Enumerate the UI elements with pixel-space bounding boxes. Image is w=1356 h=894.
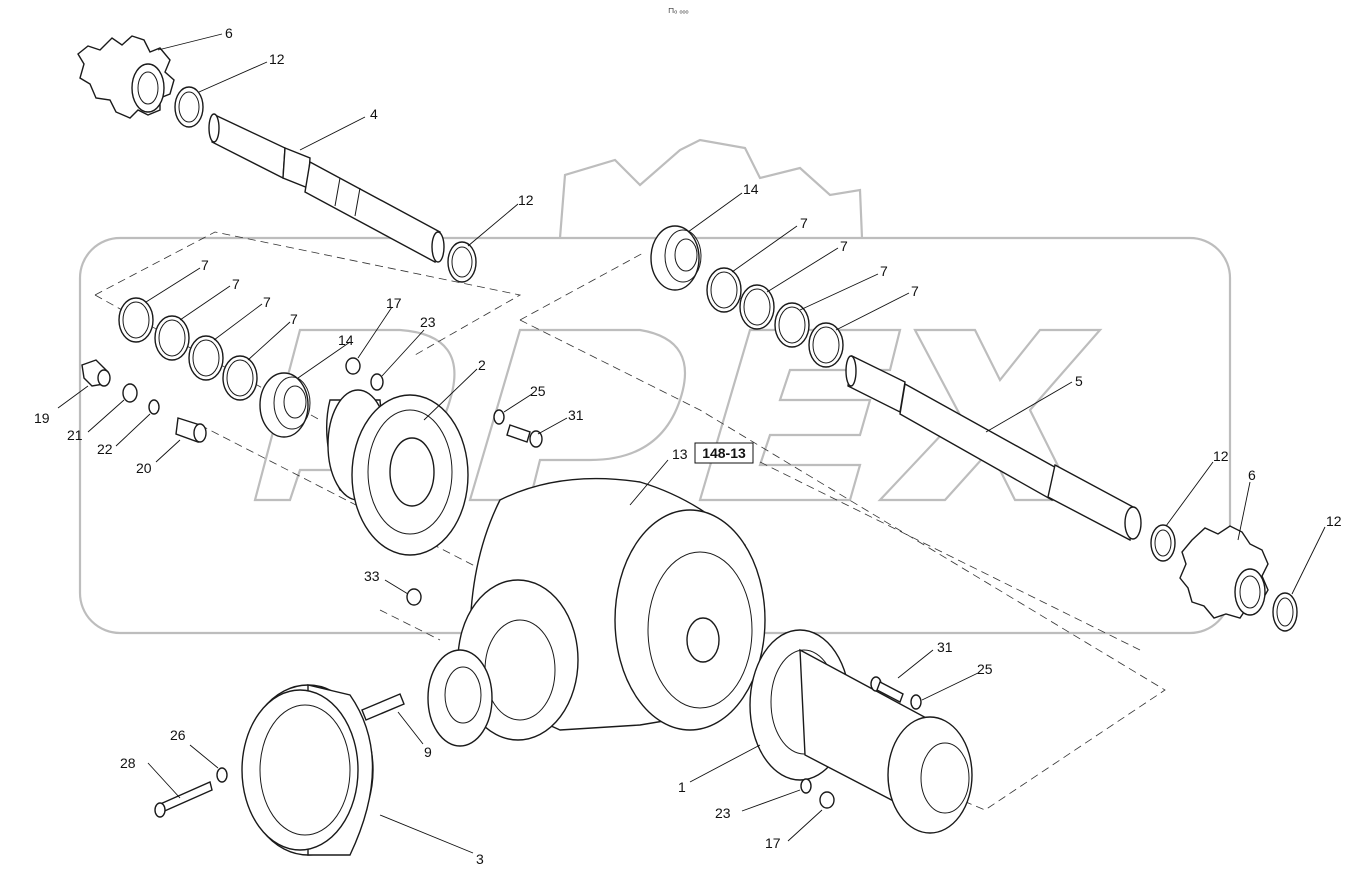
label-6-top: 6: [225, 25, 233, 41]
label-22: 22: [97, 441, 113, 457]
spur-gear-top: [77, 35, 175, 119]
label-12-right-b: 12: [1326, 513, 1342, 529]
washer-26: [216, 767, 228, 783]
nut-top: [345, 357, 361, 375]
label-13: 13: [672, 446, 688, 462]
bolt-31-top: [506, 424, 543, 448]
wheel-ring: [241, 684, 374, 856]
leader-lines: [57, 33, 1326, 854]
label-9: 9: [424, 744, 432, 760]
label-20: 20: [136, 460, 152, 476]
nut-33: [406, 588, 422, 606]
label-7-r3: 7: [880, 263, 888, 279]
nut-small: [122, 383, 138, 403]
washer-23-bottom: [800, 778, 812, 794]
label-17-bottom: 17: [765, 835, 781, 851]
watermark-letter-e: [698, 328, 902, 502]
bolt-28: [154, 781, 213, 818]
label-14-top: 14: [743, 181, 759, 197]
watermark-gear: [558, 138, 864, 239]
axle-tube: [749, 629, 973, 834]
label-7-r4: 7: [911, 283, 919, 299]
reference-box[interactable]: 148-13: [694, 442, 754, 464]
label-2: 2: [478, 357, 486, 373]
label-3: 3: [476, 851, 484, 867]
washer-25-top: [493, 409, 505, 425]
header-mark: ⊓ₒ ₒₒₒ: [668, 6, 689, 15]
label-28: 28: [120, 755, 136, 771]
label-7-l4: 7: [290, 311, 298, 327]
shims-left: [118, 297, 258, 401]
spline-shaft-right: [845, 354, 1142, 542]
label-12-top: 12: [269, 51, 285, 67]
spline-shaft-left: [208, 113, 445, 264]
label-7-l2: 7: [232, 276, 240, 292]
washer-25-right: [910, 694, 922, 710]
breather-plug: [81, 359, 111, 387]
label-23-top: 23: [420, 314, 436, 330]
nut-17-bottom: [819, 791, 835, 809]
label-21: 21: [67, 427, 83, 443]
label-1: 1: [678, 779, 686, 795]
label-17-top: 17: [386, 295, 402, 311]
bearing-right: [650, 225, 702, 291]
label-7-l3: 7: [263, 294, 271, 310]
label-26: 26: [170, 727, 186, 743]
spur-gear-right: [1179, 525, 1269, 619]
bearing-housing-hub: [326, 357, 469, 556]
bushing: [175, 417, 207, 443]
differential-housing: [457, 477, 766, 741]
label-12-shaft: 12: [518, 192, 534, 208]
label-6-right: 6: [1248, 467, 1256, 483]
label-25-right: 25: [977, 661, 993, 677]
label-5: 5: [1075, 373, 1083, 389]
label-23-bottom: 23: [715, 805, 731, 821]
label-19: 19: [34, 410, 50, 426]
label-31-right: 31: [937, 639, 953, 655]
washer-small: [148, 399, 160, 415]
label-25-top: 25: [530, 383, 546, 399]
label-7-r2: 7: [840, 238, 848, 254]
stud-9: [361, 693, 405, 721]
watermark-letter-p: [468, 328, 687, 502]
output-flange: [427, 649, 493, 747]
bolt-31-right: [870, 676, 904, 703]
bearing-left: [259, 372, 311, 438]
label-7-r1: 7: [800, 215, 808, 231]
label-7-l1: 7: [201, 257, 209, 273]
part-labels: 6 12 4 12 14 7 7 7 7 7 7 7 7 17 23 14 2 …: [34, 25, 1342, 867]
label-31-top: 31: [568, 407, 584, 423]
reference-box-label: 148-13: [702, 445, 746, 461]
label-14-left: 14: [338, 332, 354, 348]
label-33: 33: [364, 568, 380, 584]
washer-top: [370, 373, 384, 391]
label-4: 4: [370, 106, 378, 122]
shims-right: [706, 267, 844, 368]
label-12-right-a: 12: [1213, 448, 1229, 464]
